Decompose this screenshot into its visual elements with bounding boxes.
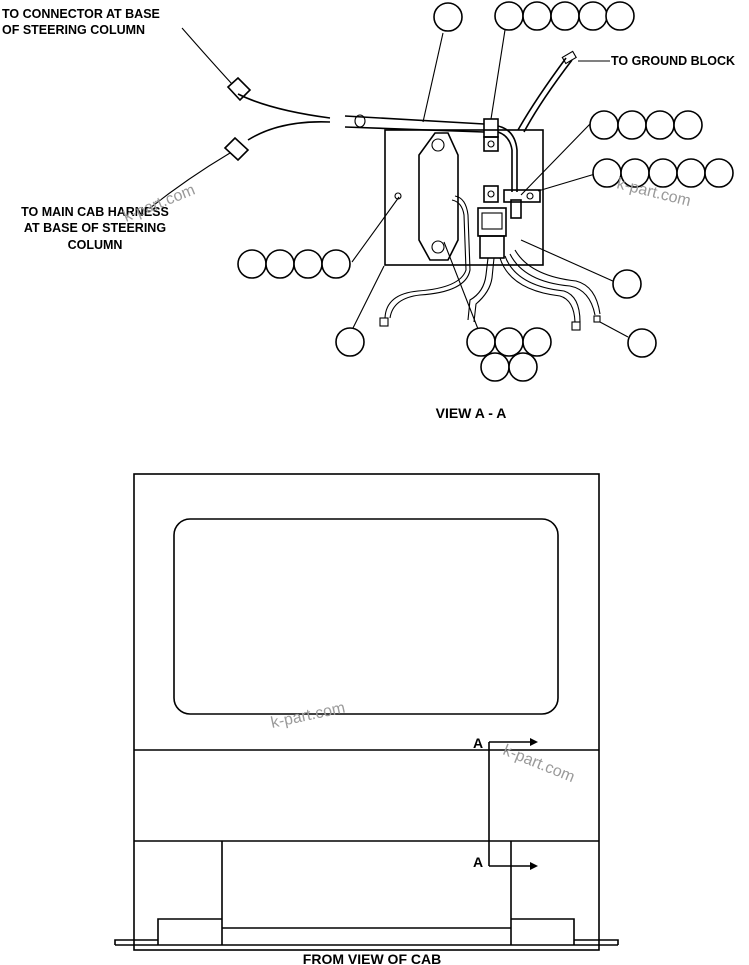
callout-bubble (508, 352, 538, 382)
connector-label-line2: OF STEERING COLUMN (2, 23, 145, 37)
pigtail-wires (379, 195, 601, 331)
harness-clamp (483, 118, 499, 152)
callout-bubble (522, 1, 552, 31)
callout-bubble (605, 1, 635, 31)
callout-bubble (589, 110, 619, 140)
callout-bubble (237, 249, 267, 279)
callout-bubble (466, 327, 496, 357)
section-mark-upper: A (473, 735, 483, 751)
view-aa-detail: TO CONNECTOR AT BASE OF STEERING COLUMN … (2, 1, 735, 421)
watermark: k-part.com (121, 182, 197, 226)
callout-bubble (480, 352, 510, 382)
callout-bubble (704, 158, 734, 188)
watermarks: k-part.com k-part.com k-part.com k-part.… (121, 175, 692, 786)
mounting-plate (384, 129, 544, 266)
harness-label-line3: COLUMN (68, 238, 123, 252)
section-line-aa (488, 738, 538, 870)
connector-label-line1: TO CONNECTOR AT BASE (2, 7, 160, 21)
view-aa-caption: VIEW A - A (436, 405, 507, 421)
callout-bubble (676, 158, 706, 188)
cab-front-view: A A FROM VIEW OF CAB (114, 473, 619, 965)
relay-module (418, 132, 459, 261)
callout-bubble (433, 2, 463, 32)
watermark: k-part.com (501, 742, 577, 786)
callout-bubble (550, 1, 580, 31)
callout-bubble (494, 327, 524, 357)
main-cab-harness-connector (149, 136, 250, 209)
callout-bubbles (237, 1, 734, 382)
ground-block-label: TO GROUND BLOCK (611, 54, 735, 68)
callout-bubble (522, 327, 552, 357)
cab-view-caption: FROM VIEW OF CAB (303, 951, 441, 965)
leader-lines (351, 29, 629, 338)
harness-label-line2: AT BASE OF STEERING (24, 221, 166, 235)
callout-bubble (673, 110, 703, 140)
callout-bubble (494, 1, 524, 31)
callout-bubble (627, 328, 657, 358)
ground-clip (503, 189, 541, 219)
ground-lead (517, 50, 610, 133)
callout-bubble (293, 249, 323, 279)
callout-bubble (335, 327, 365, 357)
callout-bubble (612, 269, 642, 299)
steering-column-connector (181, 27, 252, 102)
callout-bubble (617, 110, 647, 140)
section-mark-lower: A (473, 854, 483, 870)
plate-connector (477, 185, 507, 259)
cab-window (173, 518, 559, 715)
harness-label-line1: TO MAIN CAB HARNESS (21, 205, 169, 219)
callout-bubble (578, 1, 608, 31)
watermark: k-part.com (269, 700, 346, 732)
harness-sleeve (237, 93, 518, 192)
callout-bubble (648, 158, 678, 188)
callout-bubble (321, 249, 351, 279)
cab-outline (133, 473, 600, 951)
callout-bubble (265, 249, 295, 279)
cab-feet (114, 918, 619, 946)
callout-bubble (645, 110, 675, 140)
